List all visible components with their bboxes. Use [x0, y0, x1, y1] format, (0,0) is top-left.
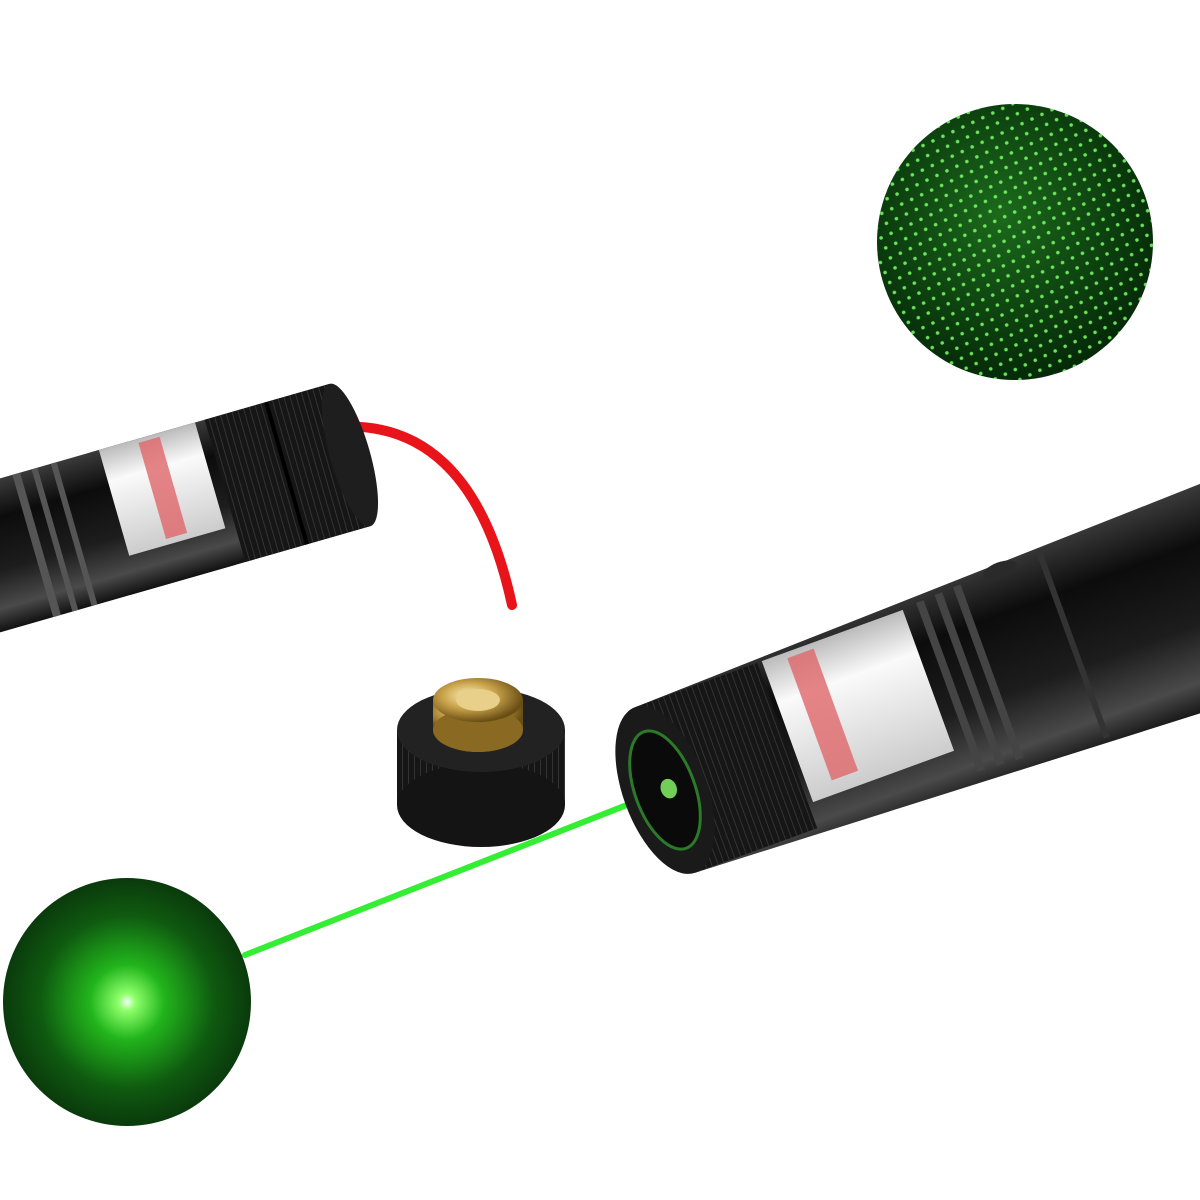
- laser-pointer-green: [615, 479, 1200, 874]
- laser-pointer-red: [0, 383, 379, 653]
- power-button: [982, 560, 1018, 580]
- starry-pattern-projection: [877, 104, 1153, 380]
- green-laser-beam: [242, 787, 668, 958]
- starry-cap: [397, 678, 565, 847]
- green-dot-projection: [3, 878, 251, 1126]
